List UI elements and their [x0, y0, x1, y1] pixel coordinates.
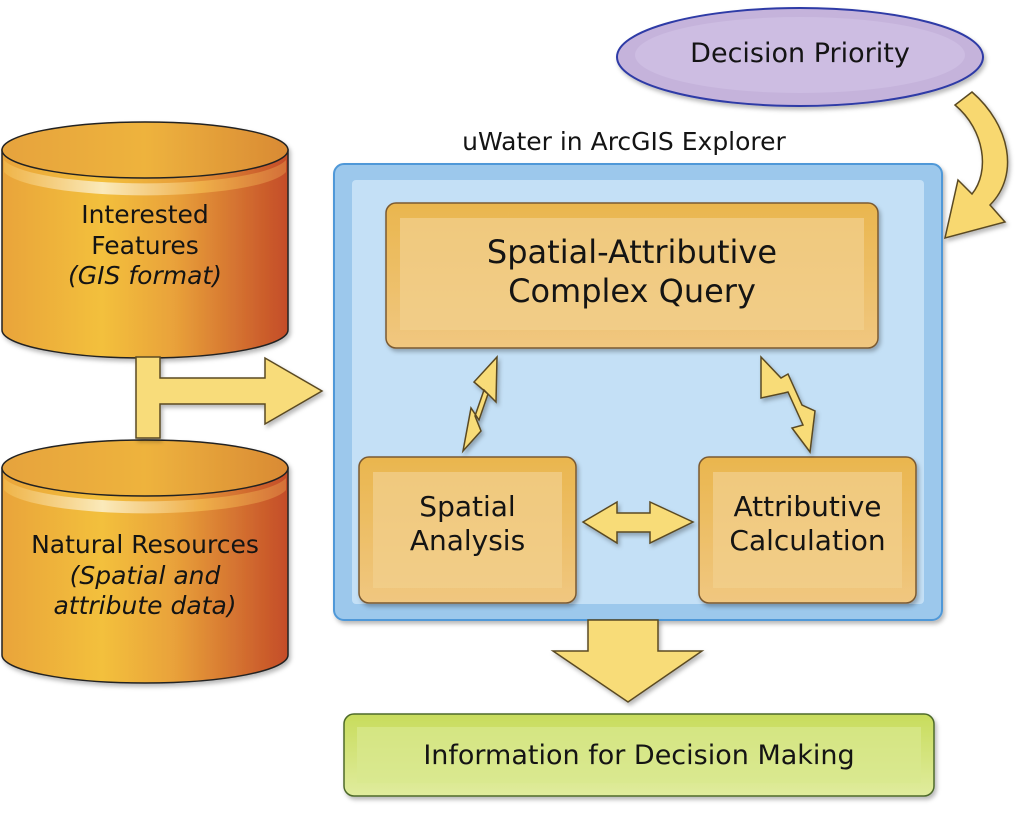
query-box-label: Spatial-Attributive Complex Query: [386, 233, 878, 311]
cylinder-natural-resources: [1, 439, 289, 684]
container-title-text: uWater in ArcGIS Explorer: [462, 127, 786, 156]
spatial-line-1: Spatial: [419, 490, 516, 523]
query-line-1: Spatial-Attributive: [486, 233, 778, 271]
query-box: [385, 202, 879, 349]
decision-priority-ellipse: [616, 7, 984, 107]
data-sources-arrow: [135, 356, 324, 439]
decision-priority-label: Decision Priority: [618, 38, 982, 71]
cylinder-1-title-line-1: Interested: [81, 200, 209, 229]
output-box: [343, 713, 935, 797]
cylinder-1-label: Interested Features (GIS format): [2, 200, 288, 292]
cylinder-2-subtitle-line-1: (Spatial and: [69, 560, 221, 590]
cylinder-interested-features: [1, 121, 289, 359]
spatial-analysis-box: [358, 456, 577, 604]
decision-priority-text: Decision Priority: [690, 38, 910, 69]
cylinder-2-subtitle-line-2: attribute data): [53, 591, 237, 620]
attributive-box-label: Attributive Calculation: [699, 490, 916, 558]
output-label: Information for Decision Making: [344, 740, 934, 773]
attributive-line-1: Attributive: [733, 490, 882, 523]
spatial-attributive-arrow: [581, 500, 695, 545]
decision-priority-arrow: [943, 91, 1009, 240]
cylinder-2-label: Natural Resources (Spatial and attribute…: [2, 530, 288, 622]
spatial-box-label: Spatial Analysis: [359, 490, 576, 558]
attributive-calculation-box: [698, 456, 917, 604]
cylinder-1-subtitle: (GIS format): [68, 261, 222, 290]
query-attributive-arrow: [760, 355, 816, 454]
attributive-line-2: Calculation: [729, 524, 886, 558]
cylinder-2-title: Natural Resources: [31, 530, 259, 559]
container-title: uWater in ArcGIS Explorer: [360, 127, 888, 158]
query-line-2: Complex Query: [508, 272, 756, 311]
query-spatial-arrow: [461, 355, 498, 454]
cylinder-1-title-line-2: Features: [91, 230, 199, 260]
down-arrow: [550, 619, 705, 703]
output-text: Information for Decision Making: [423, 740, 855, 771]
spatial-line-2: Analysis: [409, 524, 526, 558]
